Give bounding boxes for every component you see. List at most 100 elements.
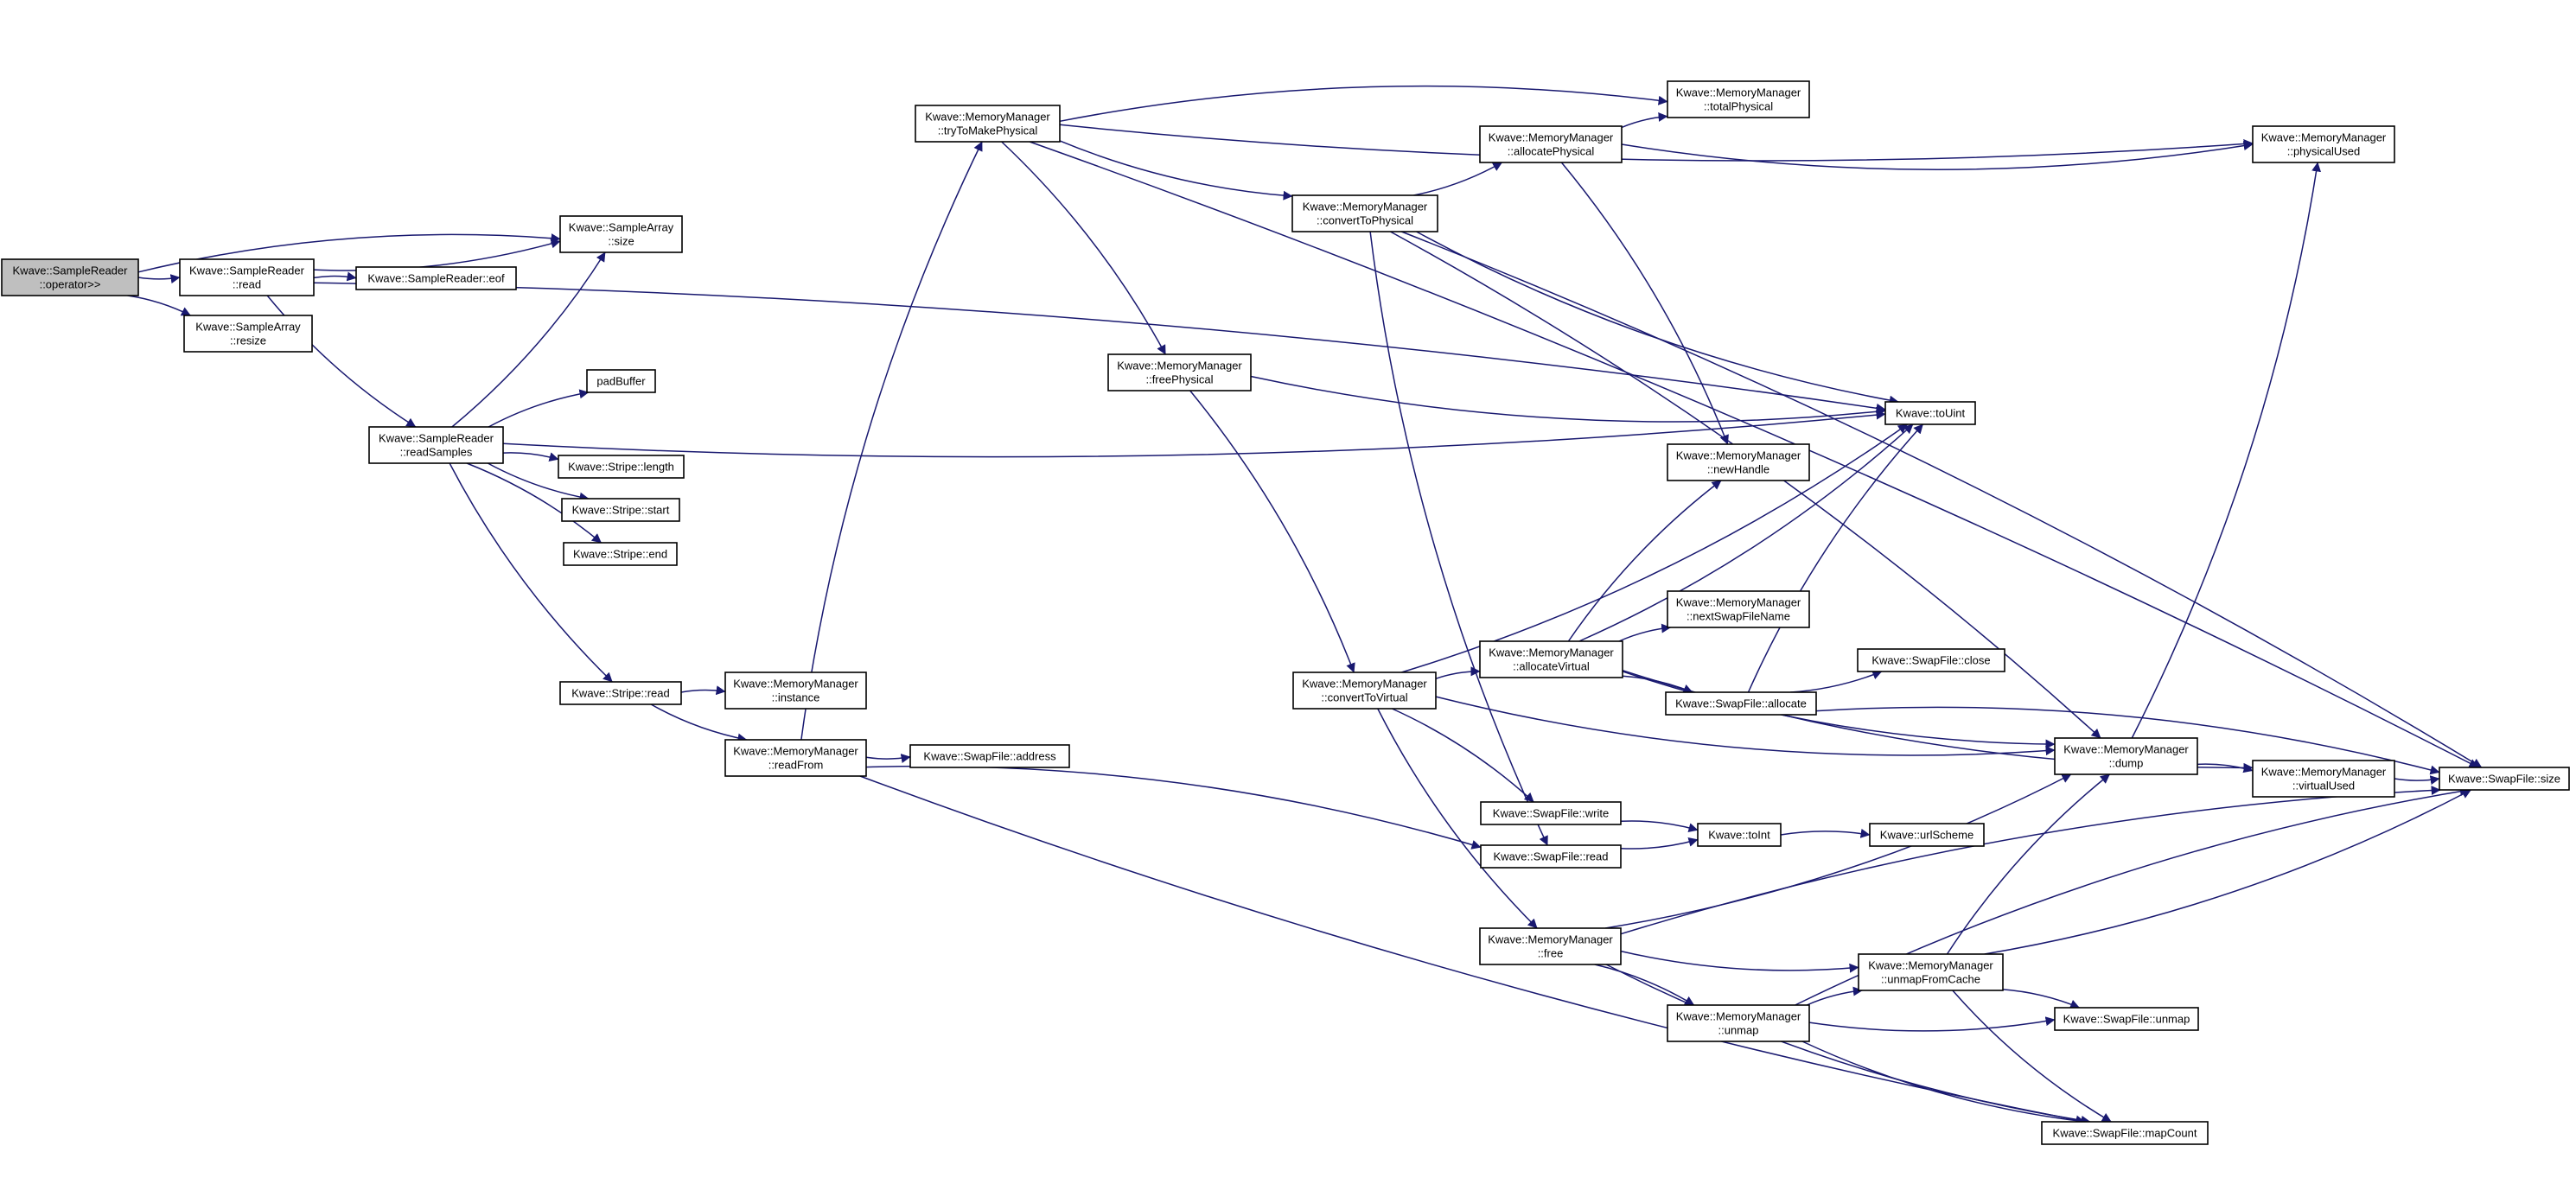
node-box[interactable] xyxy=(1667,1004,1810,1042)
node-readSamples[interactable]: Kwave::SampleReader::readSamples xyxy=(368,426,504,464)
node-box[interactable] xyxy=(1858,953,2004,991)
node-box[interactable] xyxy=(1697,823,1782,847)
node-box[interactable] xyxy=(915,105,1061,143)
node-box[interactable] xyxy=(1665,691,1817,716)
node-swapUnmap[interactable]: Kwave::SwapFile::unmap xyxy=(2054,1007,2199,1031)
node-saresize[interactable]: Kwave::SampleArray::resize xyxy=(183,315,313,353)
node-box[interactable] xyxy=(1884,401,1976,425)
node-swapRead[interactable]: Kwave::SwapFile::read xyxy=(1480,844,1622,869)
node-swapSize[interactable]: Kwave::SwapFile::size xyxy=(2439,767,2570,791)
node-box[interactable] xyxy=(1291,194,1438,232)
node-box[interactable] xyxy=(2041,1121,2209,1145)
node-box[interactable] xyxy=(559,215,683,253)
node-instance[interactable]: Kwave::MemoryManager::instance xyxy=(724,672,867,710)
node-box[interactable] xyxy=(2252,125,2395,163)
node-newHandle[interactable]: Kwave::MemoryManager::newHandle xyxy=(1667,443,1810,481)
node-box[interactable] xyxy=(1480,844,1622,869)
node-read[interactable]: Kwave::SampleReader::read xyxy=(179,258,315,296)
node-box[interactable] xyxy=(1479,640,1623,678)
node-tryToMakePhysical[interactable]: Kwave::MemoryManager::tryToMakePhysical xyxy=(915,105,1061,143)
node-nextSwapFileName[interactable]: Kwave::MemoryManager::nextSwapFileName xyxy=(1667,590,1810,628)
edge-swapAllocate-to-toUint xyxy=(1747,423,1924,693)
node-label: ::resize xyxy=(230,334,266,347)
node-box[interactable] xyxy=(179,258,315,296)
node-convertToPhysical[interactable]: Kwave::MemoryManager::convertToPhysical xyxy=(1291,194,1438,232)
node-swapAllocate[interactable]: Kwave::SwapFile::allocate xyxy=(1665,691,1817,716)
node-swapClose[interactable]: Kwave::SwapFile::close xyxy=(1857,648,2005,672)
node-free[interactable]: Kwave::MemoryManager::free xyxy=(1479,927,1622,965)
node-stripeLength[interactable]: Kwave::Stripe::length xyxy=(558,455,685,479)
node-label: Kwave::SampleReader xyxy=(13,264,129,277)
node-box[interactable] xyxy=(1857,648,2005,672)
node-box[interactable] xyxy=(368,426,504,464)
node-eof[interactable]: Kwave::SampleReader::eof xyxy=(355,266,517,290)
node-allocateVirtual[interactable]: Kwave::MemoryManager::allocateVirtual xyxy=(1479,640,1623,678)
node-label: Kwave::Stripe::end xyxy=(573,548,667,561)
edge-line xyxy=(1621,111,1668,129)
node-box[interactable] xyxy=(1,258,139,296)
node-box[interactable] xyxy=(1479,125,1623,163)
node-stripeRead[interactable]: Kwave::Stripe::read xyxy=(559,681,682,705)
node-box[interactable] xyxy=(558,455,685,479)
node-allocatePhysical[interactable]: Kwave::MemoryManager::allocatePhysical xyxy=(1479,125,1623,163)
node-box[interactable] xyxy=(2054,1007,2199,1031)
node-box[interactable] xyxy=(1479,927,1622,965)
node-box[interactable] xyxy=(563,542,678,566)
node-box[interactable] xyxy=(2439,767,2570,791)
node-box[interactable] xyxy=(559,681,682,705)
edge-readSamples-to-stripeLength xyxy=(502,452,559,461)
node-urlScheme[interactable]: Kwave::urlScheme xyxy=(1869,823,1985,847)
node-box[interactable] xyxy=(1667,590,1810,628)
node-box[interactable] xyxy=(355,266,517,290)
node-box[interactable] xyxy=(909,744,1070,768)
node-box[interactable] xyxy=(2054,737,2198,775)
node-readFrom[interactable]: Kwave::MemoryManager::readFrom xyxy=(724,739,867,777)
node-label: Kwave::MemoryManager xyxy=(1676,449,1801,462)
node-label: Kwave::SampleReader xyxy=(379,432,494,445)
edge-unmap-to-unmapFromCache xyxy=(1806,986,1863,1006)
node-op[interactable]: Kwave::SampleReader::operator>> xyxy=(1,258,139,296)
node-box[interactable] xyxy=(586,369,656,393)
node-physicalUsed[interactable]: Kwave::MemoryManager::physicalUsed xyxy=(2252,125,2395,163)
node-box[interactable] xyxy=(1667,80,1810,118)
edge-line xyxy=(1416,231,1899,405)
node-label: Kwave::MemoryManager xyxy=(1868,959,1993,972)
edge-line xyxy=(865,765,1482,850)
node-label: Kwave::urlScheme xyxy=(1880,829,1973,842)
node-padBuffer[interactable]: padBuffer xyxy=(586,369,656,393)
node-box[interactable] xyxy=(1480,801,1622,825)
edge-line xyxy=(1604,773,2072,929)
node-box[interactable] xyxy=(724,672,867,710)
node-address[interactable]: Kwave::SwapFile::address xyxy=(909,744,1070,768)
node-box[interactable] xyxy=(183,315,313,353)
node-box[interactable] xyxy=(1869,823,1985,847)
node-stripeEnd[interactable]: Kwave::Stripe::end xyxy=(563,542,678,566)
node-unmap[interactable]: Kwave::MemoryManager::unmap xyxy=(1667,1004,1810,1042)
nodes-layer: Kwave::SampleReader::operator>>Kwave::Sa… xyxy=(1,80,2570,1145)
node-box[interactable] xyxy=(1292,672,1437,710)
node-totalPhysical[interactable]: Kwave::MemoryManager::totalPhysical xyxy=(1667,80,1810,118)
node-convertToVirtual[interactable]: Kwave::MemoryManager::convertToVirtual xyxy=(1292,672,1437,710)
node-toUint[interactable]: Kwave::toUint xyxy=(1884,401,1976,425)
node-box[interactable] xyxy=(1667,443,1810,481)
edge-line xyxy=(2197,763,2254,773)
node-unmapFromCache[interactable]: Kwave::MemoryManager::unmapFromCache xyxy=(1858,953,2004,991)
node-box[interactable] xyxy=(724,739,867,777)
node-box[interactable] xyxy=(2252,760,2395,798)
edge-line xyxy=(1622,671,2056,749)
node-dump[interactable]: Kwave::MemoryManager::dump xyxy=(2054,737,2198,775)
node-swapWrite[interactable]: Kwave::SwapFile::write xyxy=(1480,801,1622,825)
edge-tryToMakePhysical-to-convertToPhysical xyxy=(1059,140,1293,200)
node-label: Kwave::MemoryManager xyxy=(1302,678,1427,691)
node-mapCount[interactable]: Kwave::SwapFile::mapCount xyxy=(2041,1121,2209,1145)
node-box[interactable] xyxy=(561,498,680,522)
node-stripeStart[interactable]: Kwave::Stripe::start xyxy=(561,498,680,522)
node-freePhysical[interactable]: Kwave::MemoryManager::freePhysical xyxy=(1107,353,1252,391)
node-toInt[interactable]: Kwave::toInt xyxy=(1697,823,1782,847)
edge-line xyxy=(1780,828,1871,838)
edge-stripeRead-to-instance xyxy=(680,685,726,696)
node-box[interactable] xyxy=(1107,353,1252,391)
node-virtualUsed[interactable]: Kwave::MemoryManager::virtualUsed xyxy=(2252,760,2395,798)
edge-line xyxy=(2002,989,2081,1009)
node-sasize[interactable]: Kwave::SampleArray::size xyxy=(559,215,683,253)
